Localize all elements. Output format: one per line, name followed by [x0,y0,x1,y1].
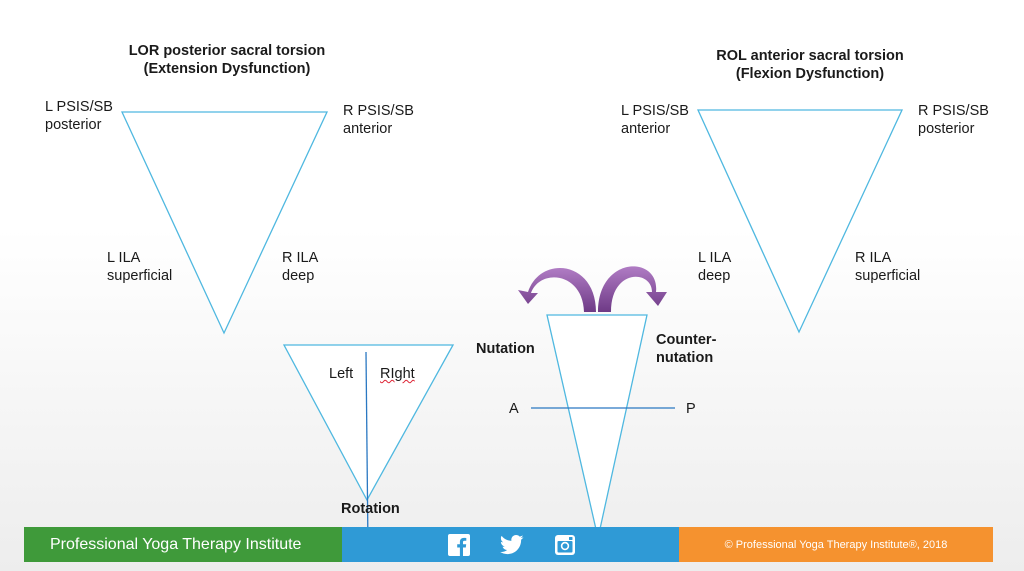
right-mid-right-line2: superficial [855,268,921,284]
left-top-right-label: R PSIS/SB anterior [343,102,414,138]
right-top-right-line1: R PSIS/SB [918,103,989,119]
twitter-icon[interactable] [499,532,524,557]
nutation-label: Nutation [476,341,535,357]
right-title: ROL anterior sacral torsion (Flexion Dys… [700,47,920,83]
nutation-triangle [546,314,648,539]
left-top-left-line2: posterior [45,117,102,133]
left-title-line1: LOR posterior sacral torsion [128,43,326,59]
footer-social-section [342,527,679,562]
rotation-caption: Rotation [341,501,400,517]
rotation-triangle [282,344,455,502]
right-title-line1: ROL anterior sacral torsion [716,48,904,64]
left-mid-left-label: L ILA superficial [107,249,172,285]
left-title: LOR posterior sacral torsion (Extension … [122,42,332,78]
footer-copyright: © Professional Yoga Therapy Institute®, … [679,527,993,562]
left-top-right-line1: R PSIS/SB [343,103,414,119]
counter-nutation-line2: nutation [656,350,714,366]
left-top-left-line1: L PSIS/SB [45,99,113,115]
left-top-right-line2: anterior [343,121,393,137]
right-mid-left-line1: L ILA [698,250,732,266]
right-mid-right-label: R ILA superficial [855,249,920,285]
left-mid-right-line1: R ILA [282,250,319,266]
left-sacrum-triangle [120,111,329,335]
left-top-left-label: L PSIS/SB posterior [45,98,113,134]
left-mid-right-label: R ILA deep [282,249,318,285]
posterior-label: P [686,401,696,417]
right-mid-right-line1: R ILA [855,250,892,266]
left-title-line2: (Extension Dysfunction) [143,61,311,77]
right-top-left-label: L PSIS/SB anterior [621,102,689,138]
left-mid-right-line2: deep [282,268,315,284]
right-title-line2: (Flexion Dysfunction) [735,66,885,82]
right-top-left-line2: anterior [621,121,671,137]
footer-bar: Professional Yoga Therapy Institute © Pr… [24,527,993,562]
right-top-left-line1: L PSIS/SB [621,103,689,119]
rotation-axis-line [365,351,369,549]
rotation-left-label: Left [329,366,354,382]
facebook-icon[interactable] [446,532,471,557]
right-mid-left-line2: deep [698,268,731,284]
nutation-arrow-icon [518,267,596,312]
counter-nutation-arrow-icon [598,266,667,312]
left-mid-left-line1: L ILA [107,250,141,266]
rotation-right-label: RIght [380,366,415,382]
right-top-right-label: R PSIS/SB posterior [918,102,989,138]
right-sacrum-triangle [696,109,904,334]
footer-institute-name: Professional Yoga Therapy Institute [24,527,342,562]
right-mid-left-label: L ILA deep [698,249,731,285]
instagram-icon[interactable] [552,532,577,557]
left-mid-left-line2: superficial [107,268,173,284]
right-top-right-line2: posterior [918,121,975,137]
anterior-label: A [509,401,519,417]
counter-nutation-label: Counter- nutation [656,331,716,367]
counter-nutation-line1: Counter- [656,332,717,348]
